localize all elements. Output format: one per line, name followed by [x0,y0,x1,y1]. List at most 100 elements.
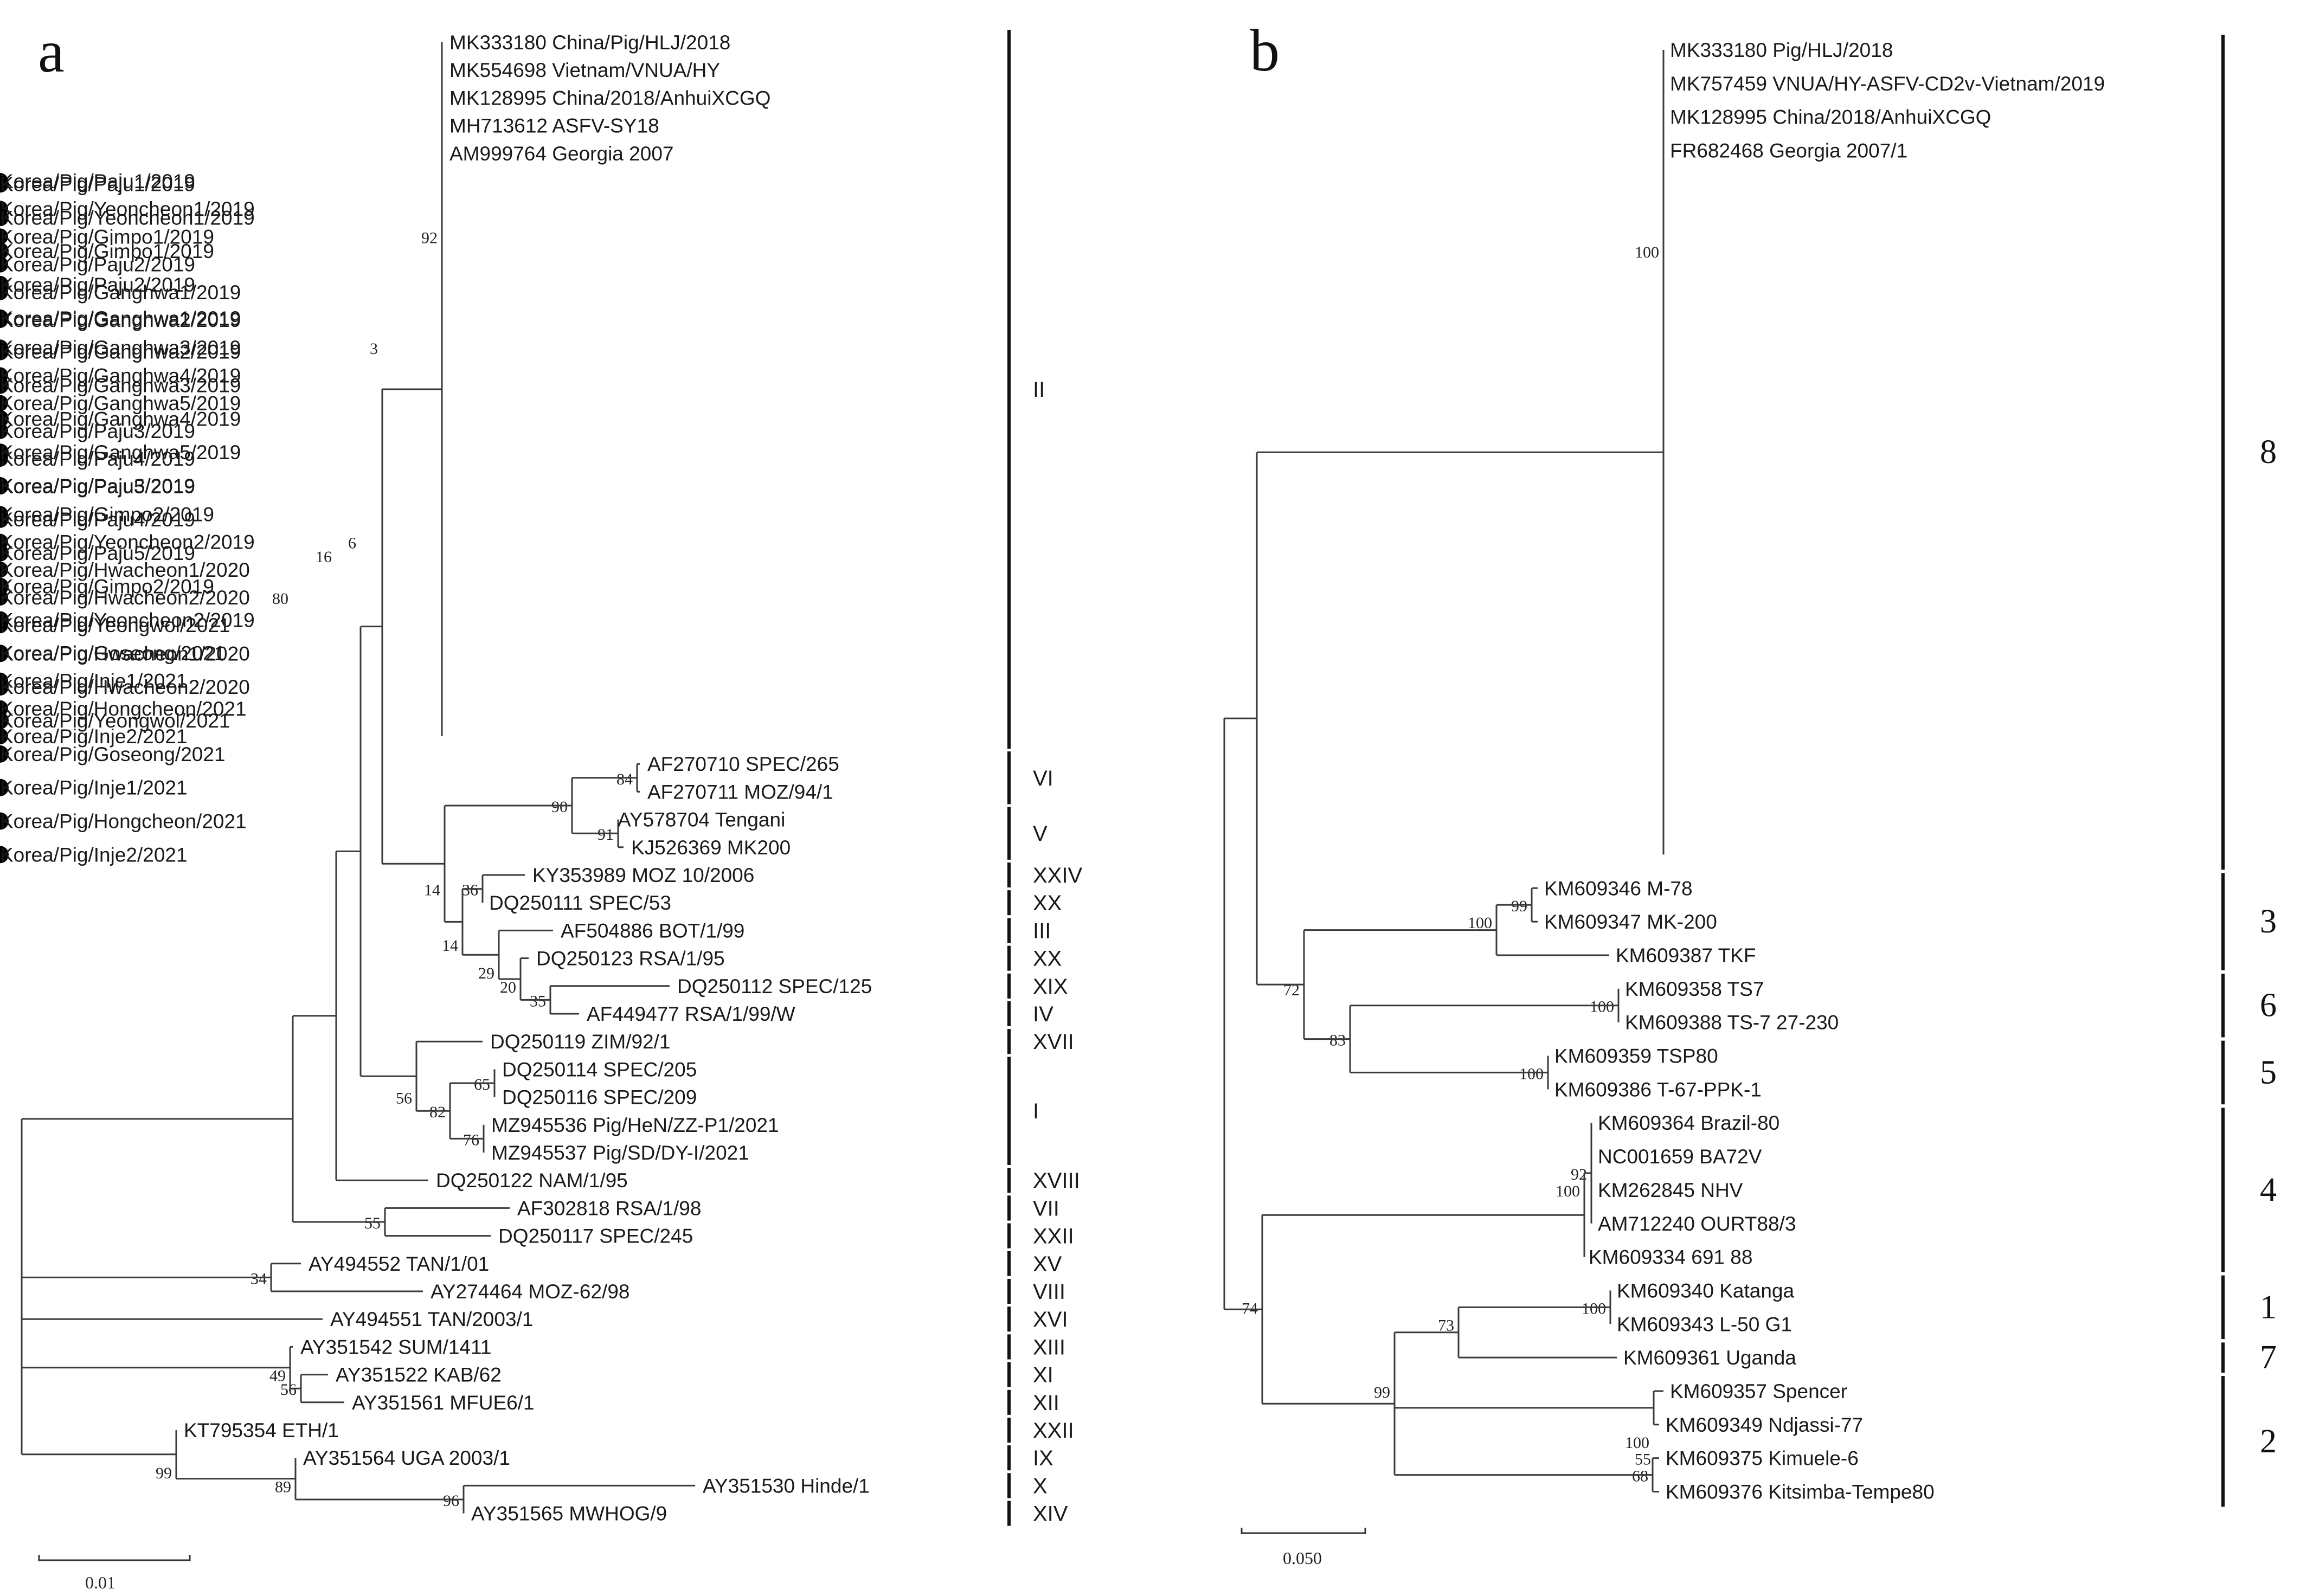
genotype-label: XVII [1033,1030,1074,1054]
korean-isolate-dot [0,209,9,227]
taxon-label: Korea/Pig/Paju4/2019 [0,448,195,470]
bootstrap-value: 36 [462,881,478,899]
bootstrap-value: 100 [1556,1182,1580,1200]
taxon-label: AY494552 TAN/1/01 [309,1253,489,1275]
taxon-label: Korea/Pig/Gimpo2/2019 [0,503,214,525]
genotype-label: XII [1033,1391,1059,1415]
korean-isolate-dot [0,778,9,796]
genotype-label: 6 [2260,987,2277,1024]
korean-isolate-dot [0,309,9,327]
korean-isolate-dot [0,228,8,245]
bootstrap-value: 56 [396,1090,412,1108]
korean-isolate-dot [0,410,9,428]
genotype-label: XXII [1033,1225,1074,1249]
taxon-label: KM262845 NHV [1598,1179,1743,1201]
taxon-label: AY351522 KAB/62 [336,1364,502,1386]
genotype-label: XVIII [1033,1169,1080,1193]
taxon-label: Korea/Pig/Hongcheon/2021 [0,698,247,720]
genotype-label: 8 [2260,434,2277,471]
genotype-label: IX [1033,1446,1053,1470]
korean-isolate-dot [0,846,9,864]
bootstrap-value: 80 [272,590,288,608]
tree-panel-a: 9284919036352029141436576825661655803456… [0,18,1082,1592]
genotype-label: VII [1033,1196,1059,1220]
taxon-label: Korea/Pig/Yeongwol/2021 [0,710,230,732]
taxon-label: KM609376 Kitsimba-Tempe80 [1666,1481,1935,1503]
taxon-label: DQ250114 SPEC/205 [502,1058,697,1080]
taxon-label: Korea/Pig/Paju4/2019 [0,509,195,531]
taxon-label: Korea/Pig/Ganghwa2/2019 [0,309,241,331]
scale-bar-label: 0.01 [85,1573,115,1592]
taxon-label: Korea/Pig/Paju1/2019 [0,173,195,195]
taxon-label: DQ250112 SPEC/125 [677,975,872,998]
bootstrap-value: 92 [421,229,438,247]
taxon-label: Korea/Pig/Ganghwa2/2019 [0,341,241,363]
genotype-label: VIII [1033,1280,1065,1304]
bootstrap-value: 90 [551,798,568,816]
taxon-label: AF270710 SPEC/265 [647,753,839,775]
korean-isolate-dot [0,544,9,562]
korean-isolate-dot [0,728,8,744]
taxon-label: Korea/Pig/Ganghwa5/2019 [0,392,241,415]
taxon-label: AY578704 Tengani [618,809,785,831]
bootstrap-value: 100 [1468,914,1492,932]
bootstrap-value: 100 [1519,1065,1544,1083]
bootstrap-value: 49 [269,1367,286,1385]
taxon-label: Korea/Pig/Yeongwol/2021 [0,614,230,636]
taxon-label: KM609334 691 88 [1589,1246,1752,1269]
taxon-label: MZ945536 Pig/HeN/ZZ-P1/2021 [491,1114,779,1136]
korean-isolate-dot [0,477,9,495]
taxon-label: MK757459 VNUA/HY-ASFV-CD2v-Vietnam/2019 [1670,73,2105,95]
korean-isolate-dot [0,343,9,361]
korean-isolate-dot [0,443,9,461]
genotype-label: XVI [1033,1308,1068,1331]
bootstrap-value: 34 [250,1270,267,1288]
taxon-label: AF302818 RSA/1/98 [517,1197,701,1219]
korean-isolate-dot [0,812,9,830]
bootstrap-value: 35 [530,992,546,1010]
genotype-label: III [1033,919,1051,943]
korean-isolate-dot [0,745,9,763]
korean-isolate-dot [0,275,9,293]
genotype-label: XXIV [1033,864,1082,887]
taxon-label: AM712240 OURT88/3 [1598,1213,1796,1235]
korean-isolate-dot [0,712,9,729]
taxon-label: Korea/Pig/Gimpo1/2019 [0,240,214,262]
taxon-label: NC001659 BA72V [1598,1145,1762,1168]
genotype-label: 3 [2260,903,2277,940]
taxon-label: Korea/Pig/Ganghwa3/2019 [0,337,241,359]
taxon-label: Korea/Pig/Yeoncheon2/2019 [0,609,255,631]
genotype-label: 4 [2260,1172,2277,1208]
taxon-label: KM609361 Uganda [1623,1347,1796,1369]
bootstrap-value: 100 [1625,1434,1649,1452]
genotype-label: II [1033,378,1045,402]
korean-isolate-dot [0,256,8,273]
genotype-label: 2 [2260,1423,2277,1460]
taxon-label: Korea/Pig/Inje2/2021 [0,725,188,748]
taxon-label: Korea/Pig/Gimpo2/2019 [0,576,214,598]
genotype-label: I [1033,1099,1039,1123]
korean-isolate-dot [0,561,8,578]
taxon-label: KY353989 MOZ 10/2006 [532,864,754,886]
panel-letter: a [38,18,65,85]
taxon-label: KM609364 Brazil-80 [1598,1112,1779,1134]
genotype-label: IV [1033,1002,1053,1026]
taxon-label: Korea/Pig/Hwacheon2/2020 [0,587,250,609]
taxon-label: AY351542 SUM/1411 [300,1336,491,1358]
taxon-label: Korea/Pig/Paju5/2019 [0,475,195,498]
taxon-label: MK128995 China/2018/AnhuiXCGQ [449,87,770,109]
taxon-label: Korea/Pig/Hwacheon1/2020 [0,559,250,581]
genotype-label: XV [1033,1252,1062,1276]
taxon-label: MK128995 China/2018/AnhuiXCGQ [1670,106,1991,128]
bootstrap-value: 99 [156,1464,172,1482]
taxon-label: FR682468 Georgia 2007/1 [1670,140,1907,162]
taxon-label: AM999764 Georgia 2007 [449,143,673,165]
bootstrap-value: 14 [424,881,440,899]
taxon-label: AY351530 Hinde/1 [703,1475,870,1497]
taxon-label: Korea/Pig/Paju2/2019 [0,254,195,276]
taxon-label: DQ250119 ZIM/92/1 [490,1031,671,1053]
genotype-label: XIII [1033,1335,1065,1359]
taxon-label: DQ250111 SPEC/53 [489,892,671,914]
korean-isolate-dot [0,175,9,193]
taxon-label: Korea/Pig/Ganghwa3/2019 [0,375,241,397]
